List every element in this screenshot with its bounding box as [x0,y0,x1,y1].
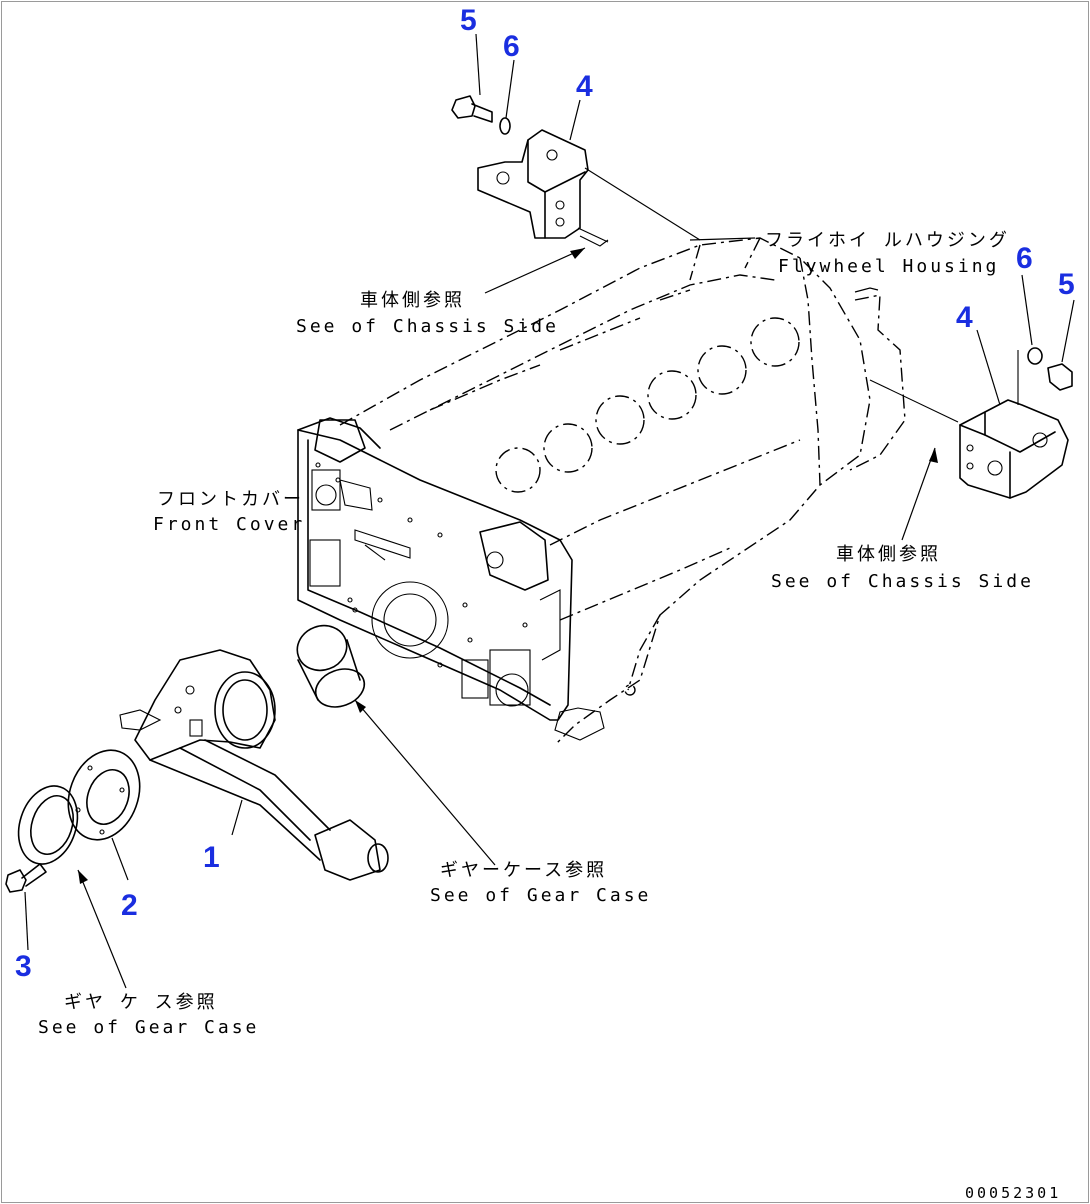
label-chassis-right-jp: 車体側参照 [836,544,941,565]
front-cover [297,417,605,741]
bolt-and-washer-right [1017,347,1073,405]
callout-bolt-right: 5 [1058,268,1075,301]
callout-plate: 2 [121,889,138,922]
label-chassis-right-en: See of Chassis Side [771,571,1034,592]
bracket-right [869,379,1069,499]
label-flywheel-en: Flywheel Housing [778,256,1000,277]
callout-support-bracket: 1 [203,841,220,874]
label-front-cover-en: Front Cover [153,514,306,535]
label-gear-mid-en: See of Gear Case [430,885,652,906]
bracket-top [477,129,701,247]
leader-lines [24,33,1075,989]
label-front-cover-jp: フロントカバー [157,489,304,510]
label-chassis-top-en: See of Chassis Side [296,316,559,337]
plate [67,749,141,841]
front-support-bracket [119,649,389,881]
label-gear-left-en: See of Gear Case [38,1017,260,1038]
seal-ring [296,624,366,708]
callout-washer-right: 6 [1016,242,1033,275]
engine-block [339,237,906,746]
label-gear-left-jp: ギヤ ケ ス参照 [64,992,218,1013]
callout-bracket-top: 4 [576,70,593,103]
callout-end-bolt: 3 [15,950,32,983]
label-gear-mid-jp: ギヤーケース参照 [440,860,608,881]
callout-washer-top: 6 [503,30,520,63]
arrowheads [78,248,938,884]
drawing-code: 00052301 [965,1184,1062,1202]
bolt-and-washer-top [451,95,511,135]
end-cover-and-bolt [5,785,79,893]
callout-bolt-top: 5 [460,4,477,37]
front-cover-bolt-holes [315,462,528,668]
label-chassis-top-jp: 車体側参照 [360,290,465,311]
label-flywheel-jp: フライホイ ルハウジング [765,230,1010,251]
callout-bracket-right: 4 [956,301,973,334]
